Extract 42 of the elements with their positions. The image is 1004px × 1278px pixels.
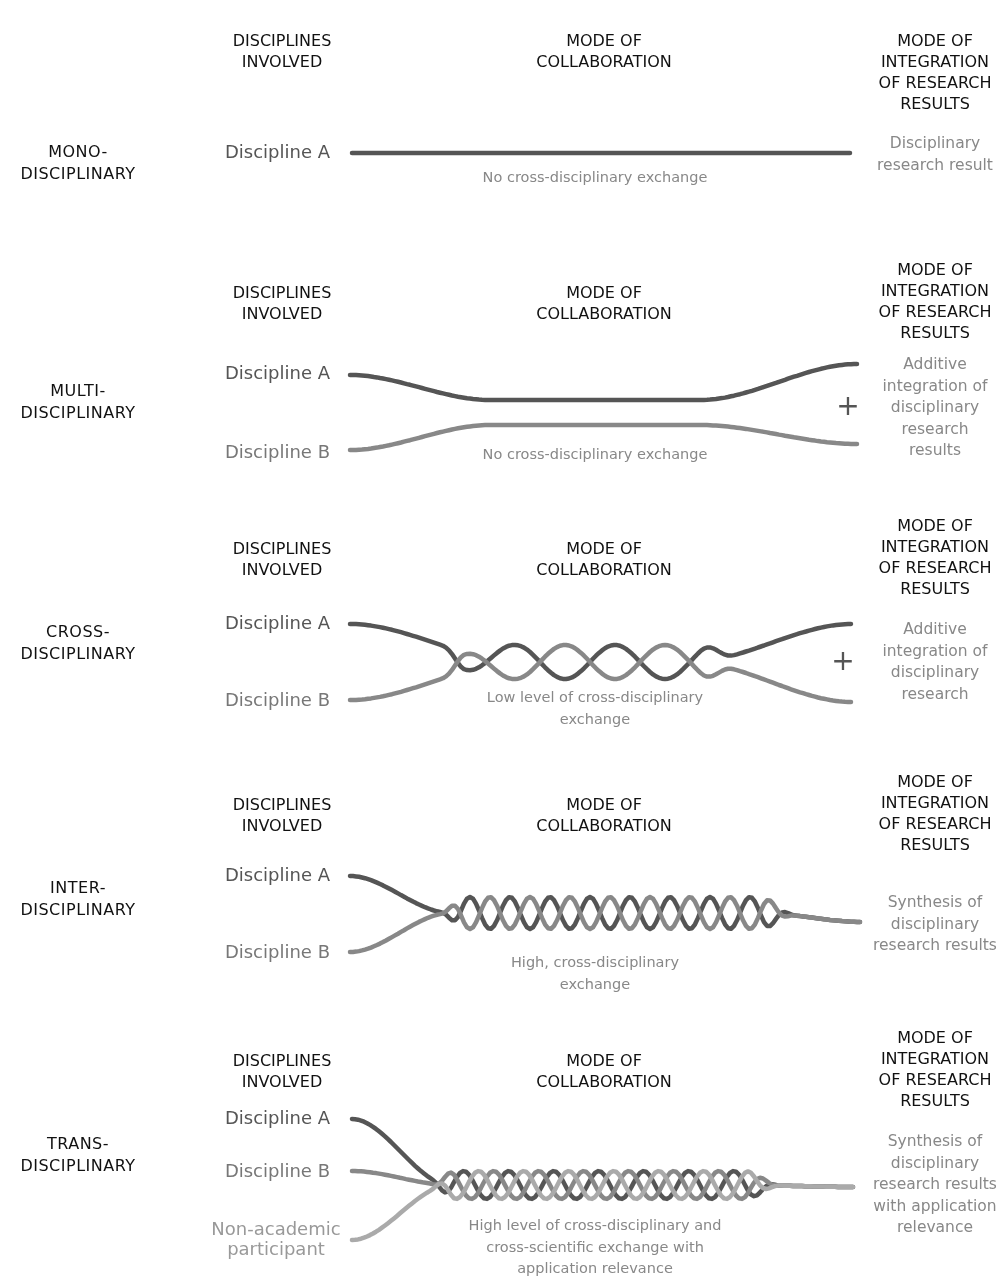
participant-label: Non-academic participant [210,1219,342,1259]
exchange-caption: Low level of cross-disciplinary exchange [485,688,705,729]
discipline-label: Discipline B [224,689,330,711]
result-text: Synthesis of disciplinary research results [872,892,998,956]
column-header: MODE OF COLLABORATION [535,538,673,580]
discipline-label: Discipline B [224,941,330,963]
discipline-label: Discipline A [224,141,330,163]
plus-sign: + [836,392,860,420]
result-text: Disciplinary research result [876,133,994,176]
column-header: MODE OF COLLABORATION [535,1050,673,1092]
discipline-label: Discipline A [224,612,330,634]
result-text: Additive integration of disciplinary research [881,619,989,705]
column-header: MODE OF COLLABORATION [535,794,673,836]
discipline-label: Discipline A [224,1107,330,1129]
column-header: MODE OF INTEGRATION OF RESEARCH RESULTS [877,259,993,343]
column-header: DISCIPLINES INVOLVED [231,1050,333,1092]
row-title: TRANS- DISCIPLINARY [19,1133,137,1177]
plus-sign: + [831,647,855,675]
result-text: Additive integration of disciplinary research results [882,354,988,461]
row-title: MONO- DISCIPLINARY [19,141,137,185]
discipline-label: Discipline B [224,1160,330,1182]
column-header: MODE OF INTEGRATION OF RESEARCH RESULTS [877,771,993,855]
exchange-caption: High level of cross-disciplinary and cross-scientific exchange with application relevance [467,1216,723,1278]
column-header: DISCIPLINES INVOLVED [231,538,333,580]
exchange-caption: High, cross-disciplinary exchange [509,953,680,994]
discipline-label: Discipline A [224,864,330,886]
exchange-caption: No cross-disciplinary exchange [481,445,709,464]
column-header: MODE OF COLLABORATION [535,282,673,324]
row-title: CROSS- DISCIPLINARY [19,621,137,665]
exchange-caption: No cross-disciplinary exchange [481,168,709,187]
column-header: MODE OF INTEGRATION OF RESEARCH RESULTS [877,515,993,599]
discipline-label: Discipline B [224,441,330,463]
column-header: DISCIPLINES INVOLVED [231,794,333,836]
column-header: MODE OF INTEGRATION OF RESEARCH RESULTS [877,30,993,114]
discipline-label: Discipline A [224,362,330,384]
column-header: DISCIPLINES INVOLVED [231,30,333,72]
row-title: MULTI- DISCIPLINARY [19,380,137,424]
result-text: Synthesis of disciplinary research results with application relevance [872,1131,998,1238]
column-header: MODE OF INTEGRATION OF RESEARCH RESULTS [877,1027,993,1111]
column-header: DISCIPLINES INVOLVED [231,282,333,324]
row-title: INTER- DISCIPLINARY [19,877,137,921]
column-header: MODE OF COLLABORATION [535,30,673,72]
